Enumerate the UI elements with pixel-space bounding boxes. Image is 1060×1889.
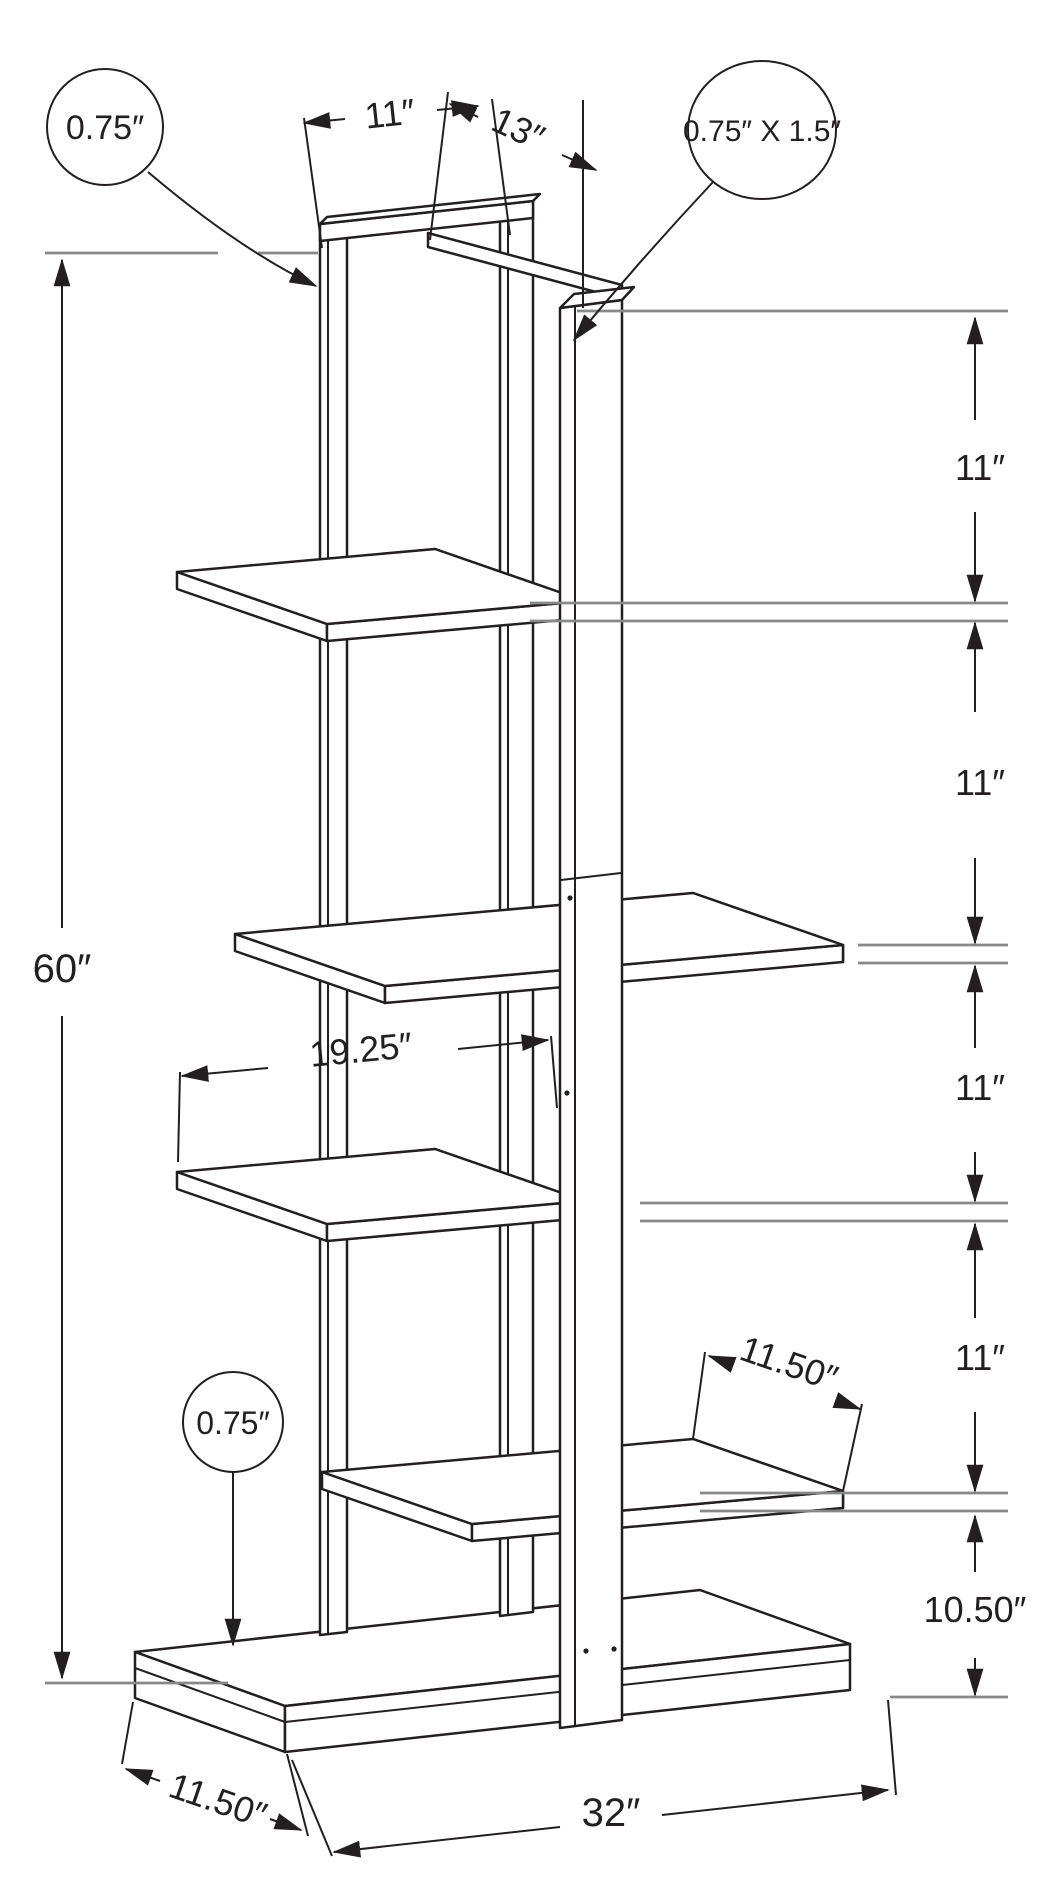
base-platform — [133, 1588, 852, 1754]
shelf-2 — [233, 891, 845, 1005]
dim-spacing-2-label: 11″ — [955, 762, 1005, 803]
callout-tube-profile: 0.75″ X 1.5″ — [572, 60, 841, 342]
dim-base-width-label: 32″ — [582, 1791, 641, 1835]
screw-hole — [611, 1646, 617, 1652]
screw-hole — [564, 1090, 570, 1096]
dim-spacing-4-label: 11″ — [955, 1337, 1005, 1378]
screw-hole — [583, 1648, 589, 1654]
dim-bottom-clearance-label: 10.50″ — [924, 1589, 1027, 1630]
callout-base-thickness-label: 0.75″ — [196, 1405, 270, 1441]
screw-hole — [567, 895, 573, 901]
dim-spacing-1-label: 11″ — [955, 447, 1005, 488]
callout-base-thickness: 0.75″ — [182, 1371, 284, 1647]
dim-overall-height-label: 60″ — [33, 947, 92, 991]
dim-shelf-spacing-chain: 11″ 11″ 11″ 11″ 10.50″ — [924, 316, 1027, 1697]
dim-shelf-length-label: 19.25″ — [308, 1024, 415, 1075]
center-post — [558, 285, 636, 1730]
dim-top-arm-label: 13″ — [486, 99, 551, 159]
dim-spacing-3-label: 11″ — [955, 1067, 1005, 1108]
dim-base-width: 32″ — [291, 1699, 897, 1858]
extension-lines — [45, 251, 1008, 1699]
callout-tube-thickness: 0.75″ — [46, 68, 318, 287]
dim-base-depth-label: 11.50″ — [164, 1764, 272, 1835]
dim-top-frame-width: 11″ — [302, 91, 511, 249]
dim-top-frame-width-label: 11″ — [363, 91, 417, 137]
shelf-3 — [175, 1147, 587, 1243]
callout-tube-thickness-label: 0.75″ — [66, 109, 144, 147]
dim-shelf-length: 19.25″ — [177, 1024, 558, 1163]
dim-shelf-depth-label: 11.50″ — [735, 1327, 843, 1398]
dim-overall-height: 60″ — [33, 258, 92, 1680]
callout-tube-profile-label: 0.75″ X 1.5″ — [683, 115, 841, 148]
